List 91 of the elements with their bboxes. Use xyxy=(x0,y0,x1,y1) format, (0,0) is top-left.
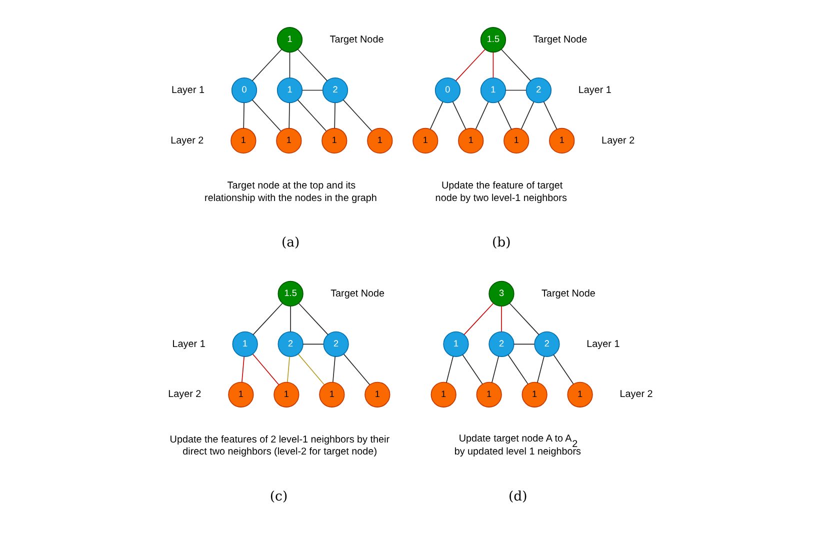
connector xyxy=(455,48,486,82)
node-label: Target Node xyxy=(541,288,596,300)
node-circle: 1 xyxy=(276,77,303,104)
connector xyxy=(252,354,280,386)
node-circle: 3 xyxy=(488,280,514,307)
node-circle: 1 xyxy=(549,128,575,154)
node-circle: 2 xyxy=(534,331,560,357)
node-circle: 1 xyxy=(274,382,300,408)
node-circle: 2 xyxy=(488,331,514,357)
node-circle: 1 xyxy=(230,128,256,154)
label: (b) xyxy=(492,235,511,250)
node-circle: 0 xyxy=(231,77,258,104)
label: (c) xyxy=(270,489,288,504)
node-circle: 1 xyxy=(458,128,484,154)
node-circle: 1 xyxy=(443,331,469,357)
connector xyxy=(252,48,282,82)
node-circle: 1 xyxy=(228,382,254,408)
label: Layer 2 xyxy=(168,389,202,400)
node-circle: 1 xyxy=(412,128,438,154)
node-circle: 2 xyxy=(278,331,304,357)
label: Layer 2 xyxy=(620,389,653,400)
label: Layer 1 xyxy=(586,338,620,350)
node-label: Target Node xyxy=(533,34,588,46)
connector xyxy=(289,52,290,78)
connector xyxy=(462,354,483,384)
label: Layer 2 xyxy=(170,135,204,146)
label: (a) xyxy=(281,235,300,250)
connector xyxy=(543,101,558,130)
connector xyxy=(475,102,489,130)
connector xyxy=(508,354,528,384)
connector xyxy=(298,354,325,386)
connector xyxy=(505,90,526,91)
connector xyxy=(343,354,370,386)
node-circle: 1 xyxy=(319,382,345,408)
node-circle: 1 xyxy=(430,382,456,408)
connector xyxy=(492,52,494,78)
connector xyxy=(287,356,290,382)
connector xyxy=(298,302,328,336)
connector xyxy=(334,102,336,129)
node-circle: 1 xyxy=(567,382,593,408)
node-circle: 1.5 xyxy=(480,26,506,53)
connector xyxy=(553,354,574,384)
label: Layer 1 xyxy=(172,338,206,350)
connector xyxy=(464,302,494,336)
node-circle: 1 xyxy=(522,382,548,408)
connector xyxy=(297,48,328,82)
label: Layer 1 xyxy=(171,84,205,96)
connector xyxy=(342,99,372,132)
node-circle: 1 xyxy=(232,331,258,357)
label: Update the feature of target node by two level-1 neighbors xyxy=(435,180,567,204)
connector xyxy=(430,102,444,130)
connector xyxy=(500,48,532,82)
connector xyxy=(446,356,454,383)
connector xyxy=(288,102,290,129)
label: (d) xyxy=(508,489,528,504)
label: Target node at the top and its relationship with the nodes in the graph xyxy=(204,180,377,204)
node-circle: 2 xyxy=(323,331,349,357)
node-circle: 1 xyxy=(476,382,502,408)
node-circle: 1.5 xyxy=(278,280,304,307)
connector xyxy=(243,102,244,129)
label: Update the features of 2 level-1 neighbors by their direct two neighbors (level-2 for target node) xyxy=(170,434,390,458)
connector xyxy=(509,302,540,336)
connector xyxy=(297,99,327,132)
label: Layer 1 xyxy=(578,84,612,96)
node-label: Target Node xyxy=(330,288,385,300)
node-circle: 1 xyxy=(367,128,393,154)
connector xyxy=(492,356,500,383)
node-label: Target Node xyxy=(330,34,384,46)
node-circle: 1 xyxy=(276,26,303,53)
connector xyxy=(452,101,466,130)
connector xyxy=(537,356,544,383)
node-circle: 1 xyxy=(504,128,530,154)
connector xyxy=(332,356,336,382)
node-circle: 2 xyxy=(526,77,552,104)
connector xyxy=(520,102,534,130)
connector xyxy=(302,90,323,91)
node-circle: 1 xyxy=(276,128,302,154)
connector xyxy=(514,344,535,345)
node-circle: 0 xyxy=(434,77,461,104)
connector xyxy=(498,101,512,130)
node-circle: 1 xyxy=(322,128,348,154)
node-circle: 1 xyxy=(480,77,506,104)
node-circle: 1 xyxy=(364,382,390,408)
connector xyxy=(290,306,291,332)
connector xyxy=(302,344,324,345)
connector xyxy=(252,302,283,336)
connector xyxy=(242,356,245,382)
connector xyxy=(501,306,502,332)
connector xyxy=(252,99,282,132)
node-circle: 2 xyxy=(322,77,348,104)
label: Layer 2 xyxy=(602,135,635,146)
